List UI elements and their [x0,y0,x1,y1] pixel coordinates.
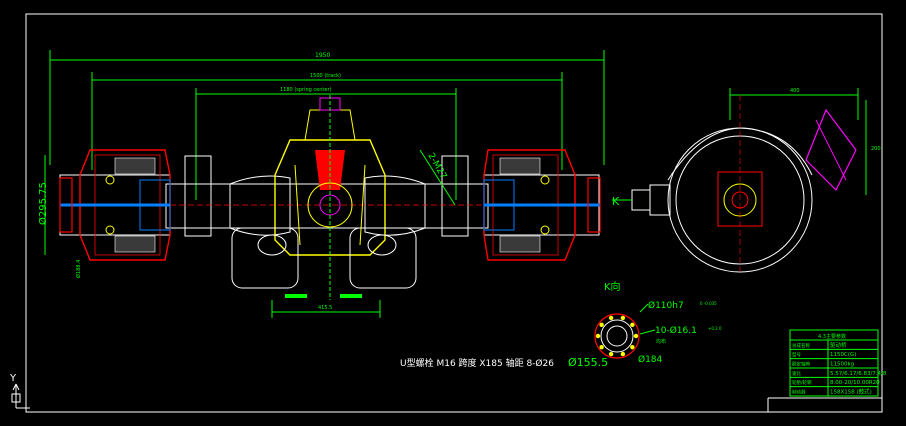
title-block-value: 1150C(G) [830,352,856,358]
left-diameter-label: Ø295.75 [37,182,49,225]
title-block-value: 5.57/6.17/6.83/7.4/8 [830,371,887,377]
bolt-hole [599,344,604,350]
drawing-frame [25,13,883,413]
bolt-holes [595,315,639,357]
title-block-value: 驱动桥 [830,341,847,349]
bolt-hole [620,315,626,321]
flange-d2-tol: +0.2 0 [708,326,722,331]
bolt-hole [620,351,626,357]
bolt-hole [608,351,614,357]
bolt-hole [633,333,639,339]
left-small-label: Ø188.4 [75,260,82,278]
flange-d1: Ø110h7 [648,300,684,311]
axle-housing [165,155,489,237]
title-block-heading: 4.3主要参数 [818,333,846,340]
dimension-lines-bottom: 415.5 [271,300,381,318]
ucs-icon: Y [9,373,30,409]
dim-housing: 415.5 [318,305,332,311]
title-block-key: 轮胎/轮辋 [792,379,812,386]
title-block-key: 制动器 [792,389,806,396]
u-bolt-note: U型螺栓 M16 跨度 X185 轴距 8-Ø26 [400,357,554,369]
title-block-key: 额定轴荷 [792,361,810,368]
dimension-lines-top: 1950 1500 (track) 1180 (spring center) [49,50,605,200]
dim-overall: 1950 [315,52,330,59]
k-view-title: K向 [604,280,621,293]
title-block-key: 型号 [792,351,801,358]
bolt-hole [599,322,604,328]
view-mark-k: K [612,195,620,208]
axle-front-view: 1950 1500 (track) 1180 (spring center) [37,50,605,318]
dim-spring-center: 1180 (spring center) [280,87,332,93]
flange-d3: Ø155.5 [568,356,608,369]
title-block-key: 速比 [792,370,801,377]
title-block-value: 11500kg [830,362,854,368]
bolt-hole [608,315,614,321]
ucs-y-label: Y [9,373,17,384]
title-block-value: 158X158 (鼓式) [830,388,872,396]
differential-assembly [274,95,386,300]
dim-flange: 400 [790,88,800,94]
axle-side-view: 400 200 K [612,88,881,275]
right-wheel-hub [483,149,601,261]
bolt-hole [630,322,635,328]
title-block-value: 8.00-20/10.00R20 [830,380,880,386]
flange-d4: Ø184 [638,354,663,365]
k-view-flange: K向 Ø110h7 0 -0.035 10-Ø16.1 +0.2 0 均布 Ø1… [568,280,722,369]
left-wheel-hub: Ø295.75 Ø188.4 [37,149,171,278]
flange-d1-tol: 0 -0.035 [700,301,717,306]
flange-note: 均布 [656,338,666,345]
title-block-key: 总成名称 [792,342,810,349]
bolt-hole [630,344,635,350]
flange-d2: 10-Ø16.1 [655,325,697,336]
dim-track: 1500 (track) [310,73,341,79]
bolt-hole [595,333,601,339]
air-chambers [231,227,417,298]
dim-flange-h: 200 [871,146,881,152]
